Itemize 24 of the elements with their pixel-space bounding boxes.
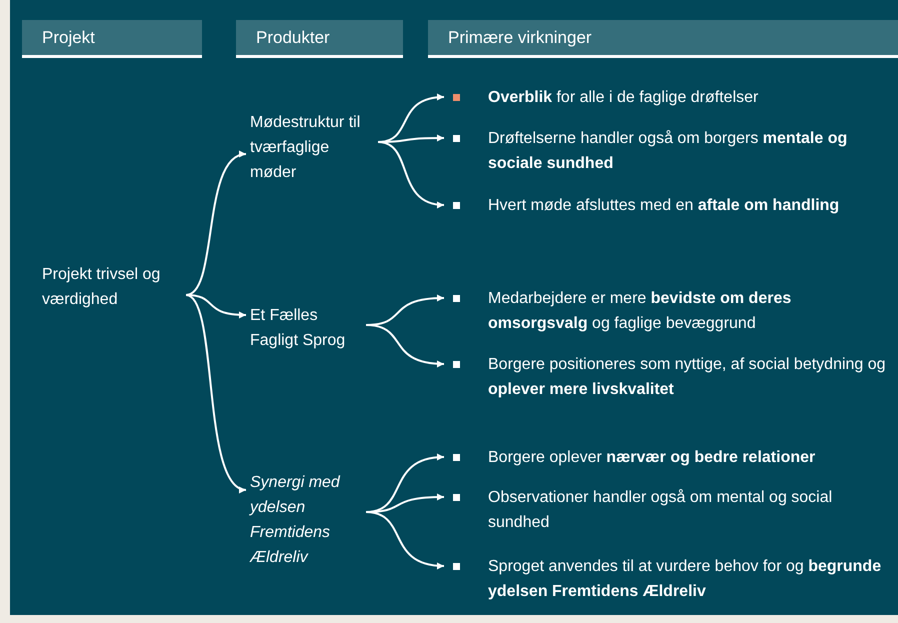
- effect-text: Medarbejdere er mere bevidste om deres omsorgsvalg og faglige bevæggrund: [488, 289, 792, 334]
- header-text: Produkter: [256, 28, 330, 47]
- curved-arrow: [366, 511, 444, 569]
- node-text: Mødestruktur til tværfaglige møder: [250, 113, 362, 183]
- column-header-band: [236, 20, 403, 58]
- effect-text: Observationer handler også om mental og social sundhed: [488, 488, 834, 533]
- effect-text: Hvert møde afsluttes med en aftale om handling: [488, 196, 840, 216]
- header-text: Primære virkninger: [448, 28, 592, 47]
- node-text: Synergi med ydelsen Fremtidens Ældreliv: [250, 473, 342, 568]
- header-text: Projekt: [42, 28, 95, 47]
- effect-text: Overblik for alle i de faglige drøftelser: [488, 88, 760, 108]
- effect-text: Sproget anvendes til at vurdere behov for og begrunde ydelsen Fremtidens Ældreliv: [488, 557, 882, 602]
- curved-arrow: [378, 141, 444, 208]
- effect-text: Borgere oplever nærvær og bedre relationer: [488, 448, 816, 468]
- curved-arrow: [186, 294, 246, 491]
- curved-arrow: [366, 324, 444, 368]
- node-text: Et Fælles Fagligt Sprog: [250, 306, 346, 351]
- curved-arrow: [186, 152, 246, 296]
- node-text: Projekt trivsel og værdighed: [42, 265, 162, 310]
- effect-text: Drøftelserne handler også om borgers mentale og sociale sundhed: [488, 129, 848, 174]
- column-header-band: [22, 20, 202, 58]
- column-header-band: [428, 20, 898, 58]
- effect-text: Borgere positioneres som nyttige, af social betydning og oplever mere livskvalitet: [488, 355, 887, 400]
- curved-arrow: [186, 294, 246, 318]
